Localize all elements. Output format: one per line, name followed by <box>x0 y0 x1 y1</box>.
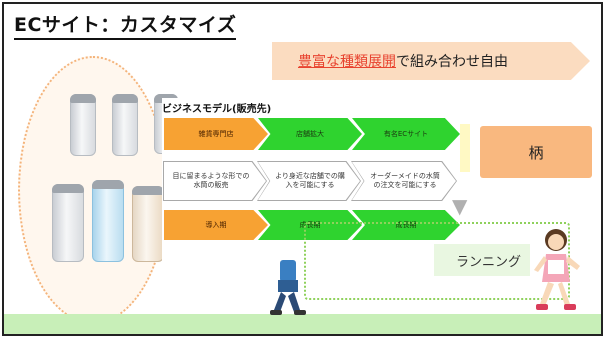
slide-frame: ECサイト：カスタマイズ 豊富な種類展開 で組み合わせ自由 ビジネスモデル(販売… <box>2 2 603 336</box>
arrow-down-icon: ▼ <box>452 194 468 218</box>
slide-title: ECサイト：カスタマイズ <box>14 10 237 40</box>
business-model-title: ビジネスモデル(販売先) <box>162 104 272 115</box>
walking-person-icon <box>270 260 306 315</box>
bottle-image <box>52 184 84 262</box>
stage-store-1: 雑貨専門店 <box>164 118 268 150</box>
banner-highlight: 豊富な種類展開 <box>298 54 396 70</box>
bottle-image <box>112 94 138 156</box>
feature-banner: 豊富な種類展開 で組み合わせ自由 <box>272 42 590 80</box>
bottle-image <box>132 186 164 262</box>
banner-text: で組み合わせ自由 <box>396 54 508 70</box>
stage-desc-3: オーダーメイドの水筒の注文を可能にする <box>352 162 456 200</box>
stage-desc-2: より身近な店舗での購入を可能にする <box>258 162 360 200</box>
phase-3: 成長期 <box>352 210 460 240</box>
pattern-box: 柄 <box>480 126 592 178</box>
planning-label: ランニング <box>434 244 530 276</box>
bottle-image <box>70 94 96 156</box>
phase-1: 導入期 <box>164 210 268 240</box>
stage-store-3: 有名ECサイト <box>352 118 460 150</box>
running-girl-icon <box>534 229 580 310</box>
connector-bar <box>460 124 470 172</box>
stage-store-2: 店舗拡大 <box>258 118 362 150</box>
stage-desc-1: 目に留まるような形での水筒の販売 <box>164 162 266 200</box>
phase-2: 成長期 <box>258 210 362 240</box>
bottle-image <box>92 180 124 262</box>
bottom-strip <box>4 314 601 334</box>
